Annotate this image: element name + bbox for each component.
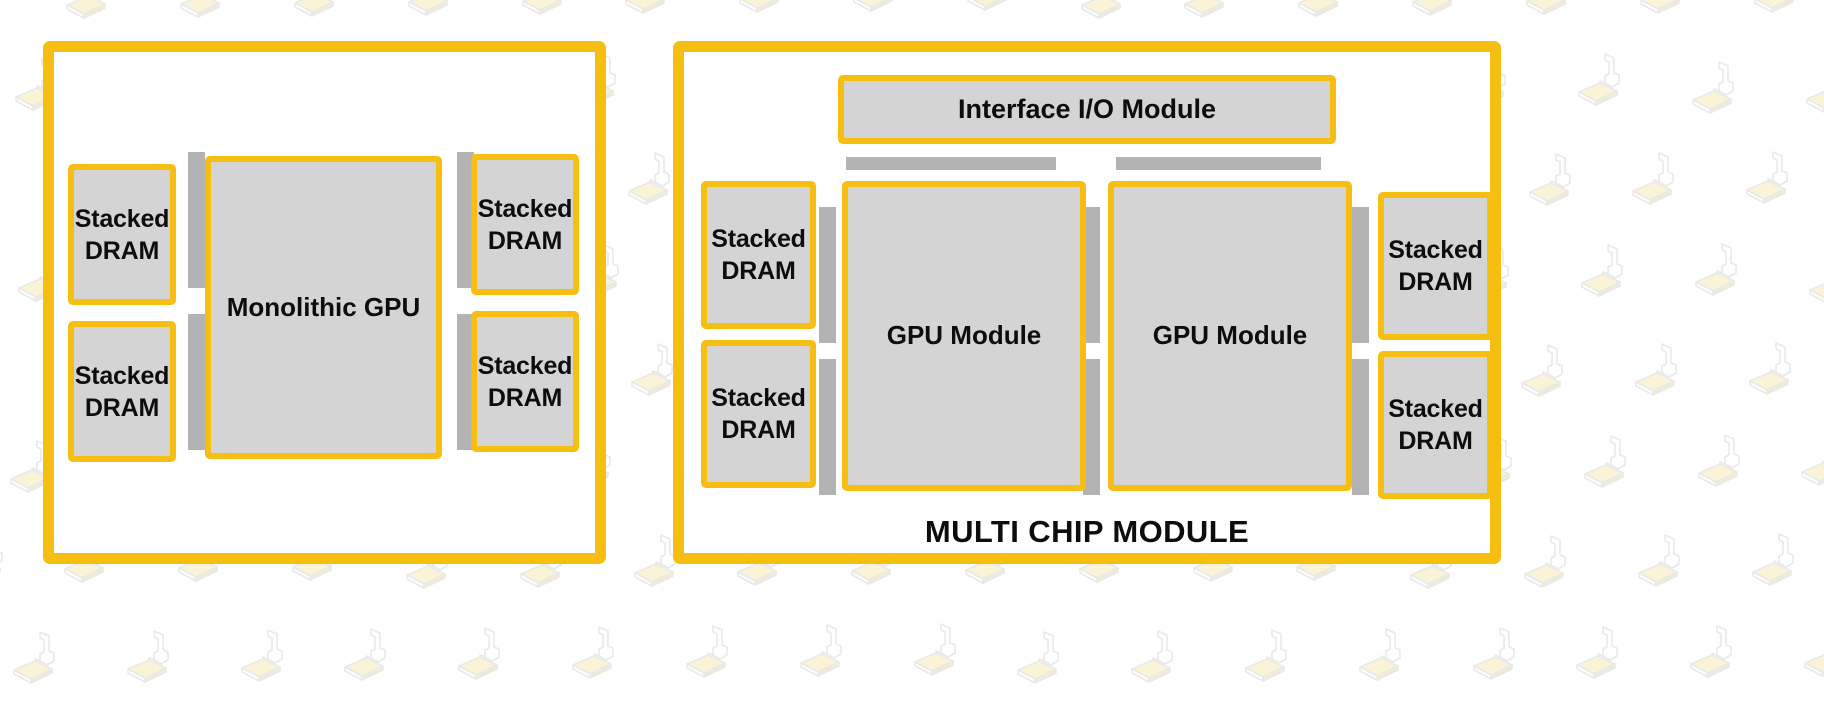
- stacked-dram-bottom-right[interactable]: Stacked DRAM: [471, 311, 579, 452]
- connector-left-top: [188, 152, 205, 288]
- stacked-dram-label: Stacked DRAM: [711, 225, 806, 285]
- isometric-logo-watermark: [1683, 623, 1749, 681]
- isometric-logo-watermark: [1802, 249, 1824, 307]
- connector-io-right: [1116, 157, 1321, 170]
- isometric-logo-watermark: [1291, 0, 1357, 20]
- isometric-logo-watermark: [1519, 0, 1585, 18]
- interface-io-module-label: Interface I/O Module: [957, 94, 1217, 125]
- monolithic-gpu-package: Stacked DRAM Stacked DRAM Monolithic GPU…: [43, 41, 606, 564]
- isometric-logo-watermark: [907, 621, 973, 679]
- gpu-module-2[interactable]: GPU Module: [1108, 181, 1352, 491]
- stacked-dram-label: Stacked DRAM: [477, 194, 573, 255]
- isometric-logo-watermark: [1177, 0, 1243, 21]
- interface-io-module[interactable]: Interface I/O Module: [838, 75, 1336, 144]
- isometric-logo-watermark: [287, 0, 353, 20]
- isometric-logo-watermark: [1574, 242, 1640, 300]
- isometric-logo-watermark: [1522, 151, 1588, 209]
- connector-io-left: [846, 157, 1056, 170]
- isometric-logo-watermark: [1238, 627, 1304, 685]
- stacked-dram-top-left[interactable]: Stacked DRAM: [701, 181, 816, 329]
- isometric-logo-watermark: [0, 529, 20, 587]
- isometric-logo-watermark: [1799, 58, 1824, 116]
- isometric-logo-watermark: [0, 147, 14, 205]
- gpu-module-label: GPU Module: [886, 320, 1042, 351]
- isometric-logo-watermark: [401, 0, 467, 19]
- isometric-logo-watermark: [451, 625, 517, 683]
- stacked-dram-label: Stacked DRAM: [711, 384, 806, 444]
- isometric-logo-watermark: [1742, 340, 1808, 398]
- stacked-dram-top-left[interactable]: Stacked DRAM: [68, 164, 176, 305]
- connector-right-outer-bottom: [1352, 359, 1369, 495]
- connector-right-outer-top: [1352, 207, 1369, 343]
- stacked-dram-top-right[interactable]: Stacked DRAM: [1378, 192, 1490, 340]
- stacked-dram-label: Stacked DRAM: [1388, 236, 1483, 296]
- isometric-logo-watermark: [960, 0, 1026, 14]
- stacked-dram-bottom-right[interactable]: Stacked DRAM: [1378, 351, 1490, 499]
- stacked-dram-bottom-left[interactable]: Stacked DRAM: [68, 321, 176, 462]
- multi-chip-module-caption: MULTI CHIP MODULE: [924, 514, 1250, 549]
- isometric-logo-watermark: [337, 626, 403, 684]
- isometric-logo-watermark: [1685, 59, 1751, 117]
- isometric-logo-watermark: [1010, 629, 1076, 687]
- gpu-module-label: GPU Module: [1152, 320, 1308, 351]
- stacked-dram-top-right[interactable]: Stacked DRAM: [471, 154, 579, 295]
- isometric-logo-watermark: [1514, 342, 1580, 400]
- monolithic-gpu-die[interactable]: Monolithic GPU: [205, 156, 442, 459]
- isometric-logo-watermark: [846, 0, 912, 15]
- gpu-module-1[interactable]: GPU Module: [842, 181, 1086, 491]
- isometric-logo-watermark: [1794, 431, 1824, 489]
- isometric-logo-watermark: [1691, 432, 1757, 490]
- isometric-logo-watermark: [173, 0, 239, 21]
- isometric-logo-watermark: [1688, 241, 1754, 299]
- multi-chip-module-package: Interface I/O Module Stacked DRAM Stacke…: [673, 41, 1501, 564]
- isometric-logo-watermark: [1631, 532, 1697, 590]
- isometric-logo-watermark: [1747, 0, 1813, 16]
- isometric-logo-watermark: [1625, 150, 1691, 208]
- isometric-logo-watermark: [618, 0, 684, 17]
- monolithic-gpu-label: Monolithic GPU: [226, 291, 421, 322]
- isometric-logo-watermark: [515, 0, 581, 18]
- stacked-dram-label: Stacked DRAM: [74, 361, 170, 422]
- isometric-logo-watermark: [1124, 628, 1190, 686]
- connector-left-outer-top: [819, 207, 836, 343]
- stacked-dram-label: Stacked DRAM: [1388, 395, 1483, 455]
- isometric-logo-watermark: [6, 629, 72, 687]
- isometric-logo-watermark: [0, 338, 17, 396]
- isometric-logo-watermark: [1628, 341, 1694, 399]
- stacked-dram-label: Stacked DRAM: [477, 351, 573, 412]
- isometric-logo-watermark: [793, 622, 859, 680]
- isometric-logo-watermark: [0, 0, 11, 14]
- stacked-dram-label: Stacked DRAM: [74, 204, 170, 265]
- isometric-logo-watermark: [1352, 626, 1418, 684]
- isometric-logo-watermark: [732, 0, 798, 16]
- isometric-logo-watermark: [1739, 149, 1805, 207]
- isometric-logo-watermark: [1633, 0, 1699, 17]
- isometric-logo-watermark: [565, 624, 631, 682]
- connector-center-top: [1083, 207, 1100, 343]
- isometric-logo-watermark: [679, 623, 745, 681]
- isometric-logo-watermark: [234, 627, 300, 685]
- isometric-logo-watermark: [1405, 0, 1471, 19]
- isometric-logo-watermark: [1074, 0, 1140, 22]
- connector-right-top: [457, 152, 474, 288]
- isometric-logo-watermark: [1571, 51, 1637, 109]
- isometric-logo-watermark: [1797, 622, 1824, 680]
- isometric-logo-watermark: [1466, 625, 1532, 683]
- connector-right-bottom: [457, 314, 474, 450]
- isometric-logo-watermark: [120, 628, 186, 686]
- isometric-logo-watermark: [1517, 533, 1583, 591]
- connector-left-bottom: [188, 314, 205, 450]
- isometric-logo-watermark: [1745, 531, 1811, 589]
- connector-center-bottom: [1083, 359, 1100, 495]
- isometric-logo-watermark: [59, 0, 125, 22]
- isometric-logo-watermark: [1577, 433, 1643, 491]
- connector-left-outer-bottom: [819, 359, 836, 495]
- isometric-logo-watermark: [1569, 624, 1635, 682]
- stacked-dram-bottom-left[interactable]: Stacked DRAM: [701, 340, 816, 488]
